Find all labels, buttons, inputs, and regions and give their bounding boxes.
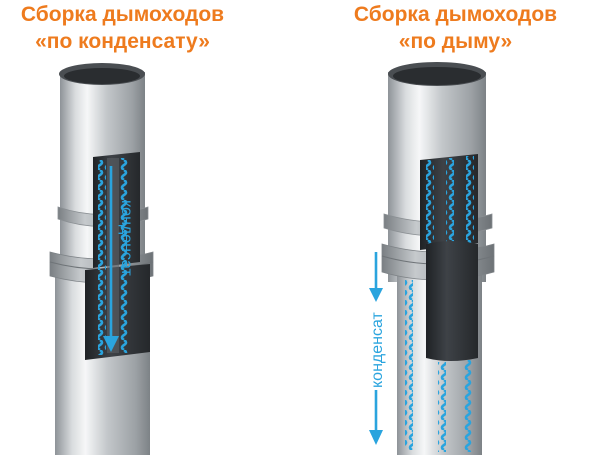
right-flow-label: конденсат [369,311,386,388]
left-flow-label: конденсат [118,200,135,277]
left-diagram-title: Сборка дымоходов «по конденсату» [0,1,245,55]
arrow-down-icon [369,390,383,445]
right-title-line1: Сборка дымоходов [353,3,558,26]
right-pipe-assembly: конденсат [369,62,495,455]
right-title-line2: «по дыму» [398,30,513,53]
arrow-down-icon [369,252,383,302]
left-pipe-assembly: конденсат [49,63,154,455]
left-title-line1: Сборка дымоходов [20,3,225,26]
arrow-down-icon [103,166,119,352]
right-diagram-title: Сборка дымоходов «по дыму» [328,1,583,55]
right-inner-pipe [426,241,478,361]
left-title-line2: «по конденсату» [35,30,210,53]
